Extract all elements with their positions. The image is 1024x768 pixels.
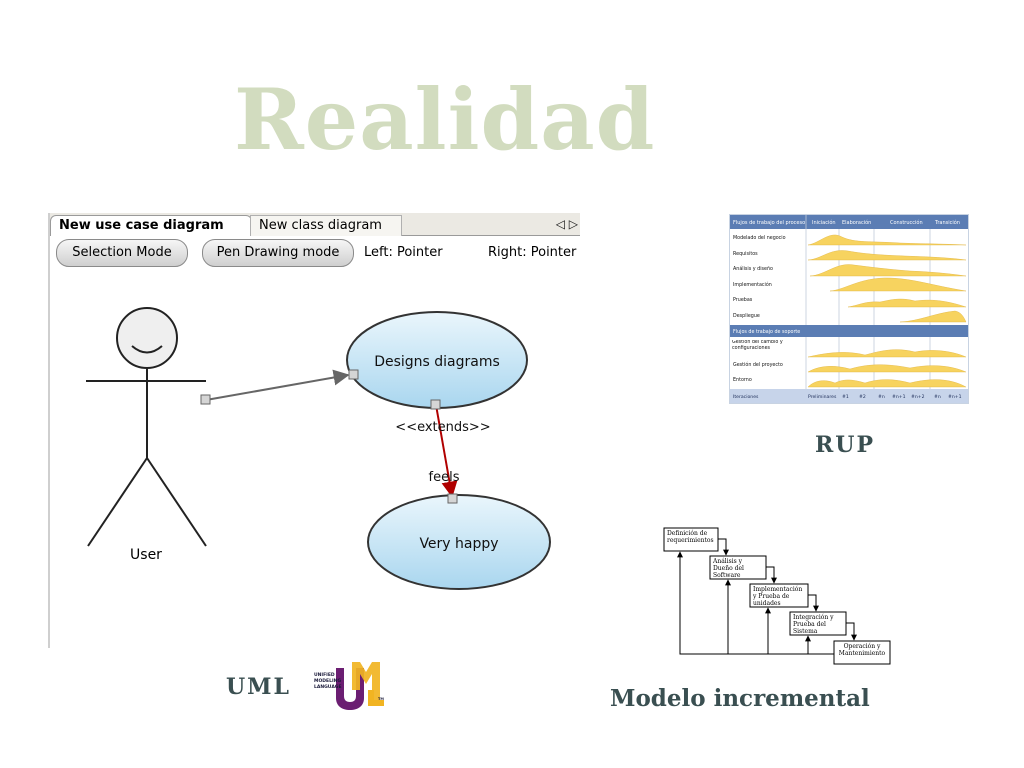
rup-iteration: #2 (859, 394, 866, 400)
tab-new-class-diagram[interactable]: New class diagram (250, 215, 402, 236)
rup-row-label: Análisis y diseño (733, 265, 773, 272)
waterfall-arrows (677, 538, 857, 655)
rup-iteration: #n+2 (911, 394, 925, 400)
extends-stereotype-label: <<extends>> (395, 420, 490, 435)
rup-iterations-bar (730, 389, 968, 403)
tab-bar: New use case diagram New class diagram ◁… (50, 213, 580, 236)
rup-header-bar (730, 215, 968, 229)
use-case-label: Designs diagrams (374, 354, 500, 370)
rup-row-label: Despliegue (733, 313, 760, 319)
tab-scroll-arrows-icon[interactable]: ◁ ▷ (555, 217, 578, 231)
association-arrow[interactable] (205, 369, 350, 401)
incremental-model-caption: Modelo incremental (610, 685, 870, 712)
stage-label: Análisis y Dueño del Software (713, 558, 744, 579)
uml-logo-text: MODELING (314, 678, 341, 684)
stage-label: Operación y Mantenimiento (838, 643, 886, 657)
rup-chart: Flujos de trabajo del proceso Iniciación… (729, 214, 969, 404)
rup-header-cell: Transición (934, 219, 960, 226)
stage-box (833, 640, 891, 665)
rup-caption: RUP (814, 432, 875, 458)
extends-arrow[interactable] (435, 404, 458, 498)
rup-iteration: #1 (842, 394, 849, 400)
left-pointer-label: Left: Pointer (364, 245, 443, 260)
rup-iteration: #n (934, 394, 941, 400)
edge-label-feels: feels (429, 470, 460, 485)
rup-row-label: Gestión del cambio y configuraciones (732, 340, 783, 351)
rup-header-cell: Construcción (890, 219, 923, 226)
actor-stick-figure[interactable] (86, 307, 207, 547)
rup-header-cell: Iniciación (812, 219, 836, 226)
uml-logo: UNIFIED MODELING LANGUAGE TM (314, 662, 384, 710)
use-case-diagram-canvas[interactable]: User Designs diagrams <<extends>> feels … (50, 213, 580, 648)
rup-iterations-label: Iteraciones (733, 394, 759, 400)
selection-mode-button[interactable]: Selection Mode (56, 239, 188, 267)
rup-iteration: #n+1 (948, 394, 962, 400)
rup-header-cell: Flujos de trabajo del proceso (733, 220, 805, 226)
use-case-label: Very happy (419, 536, 498, 552)
stage-label: Definición de requerimientos (667, 530, 714, 544)
stage-label: Implementación y Prueba de unidades (753, 586, 803, 607)
rup-row-label: Gestión del proyecto (733, 361, 783, 368)
rup-support-curves (807, 349, 967, 388)
uml-logo-text: TM (378, 697, 384, 701)
rup-iteration: #n+1 (892, 394, 906, 400)
rup-support-header-label: Flujos de trabajo de soporte (733, 329, 800, 335)
association-start-handle[interactable] (200, 394, 211, 405)
rup-row-label: Pruebas (733, 297, 753, 303)
right-pointer-label: Right: Pointer (488, 245, 577, 260)
slide-title: Realidad (234, 70, 656, 169)
use-case-very-happy[interactable] (367, 494, 551, 590)
extends-end-handle[interactable] (447, 493, 458, 504)
rup-row-label: Modelado del negocio (733, 235, 786, 241)
tab-new-use-case-diagram[interactable]: New use case diagram (50, 215, 252, 236)
rup-row-label: Implementación (733, 281, 772, 288)
rup-support-header (730, 325, 968, 337)
rup-iteration: Preliminares (808, 394, 837, 400)
uml-logo-text: UNIFIED (314, 672, 335, 678)
stage-label: Integración y Prueba del Sistema (793, 614, 834, 635)
rup-row-label: Entorno (733, 377, 752, 383)
rup-row-label: Requisitos (733, 251, 758, 257)
use-case-connect-handle[interactable] (348, 369, 359, 380)
rup-effort-curves (807, 234, 967, 323)
waterfall-diagram: Definición de requerimientos Análisis y … (663, 527, 891, 665)
uml-editor-screenshot: New use case diagram New class diagram ◁… (48, 213, 580, 648)
extends-start-handle[interactable] (430, 399, 441, 410)
rup-header-cell: Elaboración (842, 219, 871, 226)
rup-iteration: #n (878, 394, 885, 400)
uml-logo-text: LANGUAGE (314, 684, 342, 690)
uml-caption: UML (226, 674, 292, 700)
pen-drawing-mode-button[interactable]: Pen Drawing mode (202, 239, 354, 267)
actor-label: User (130, 547, 162, 563)
